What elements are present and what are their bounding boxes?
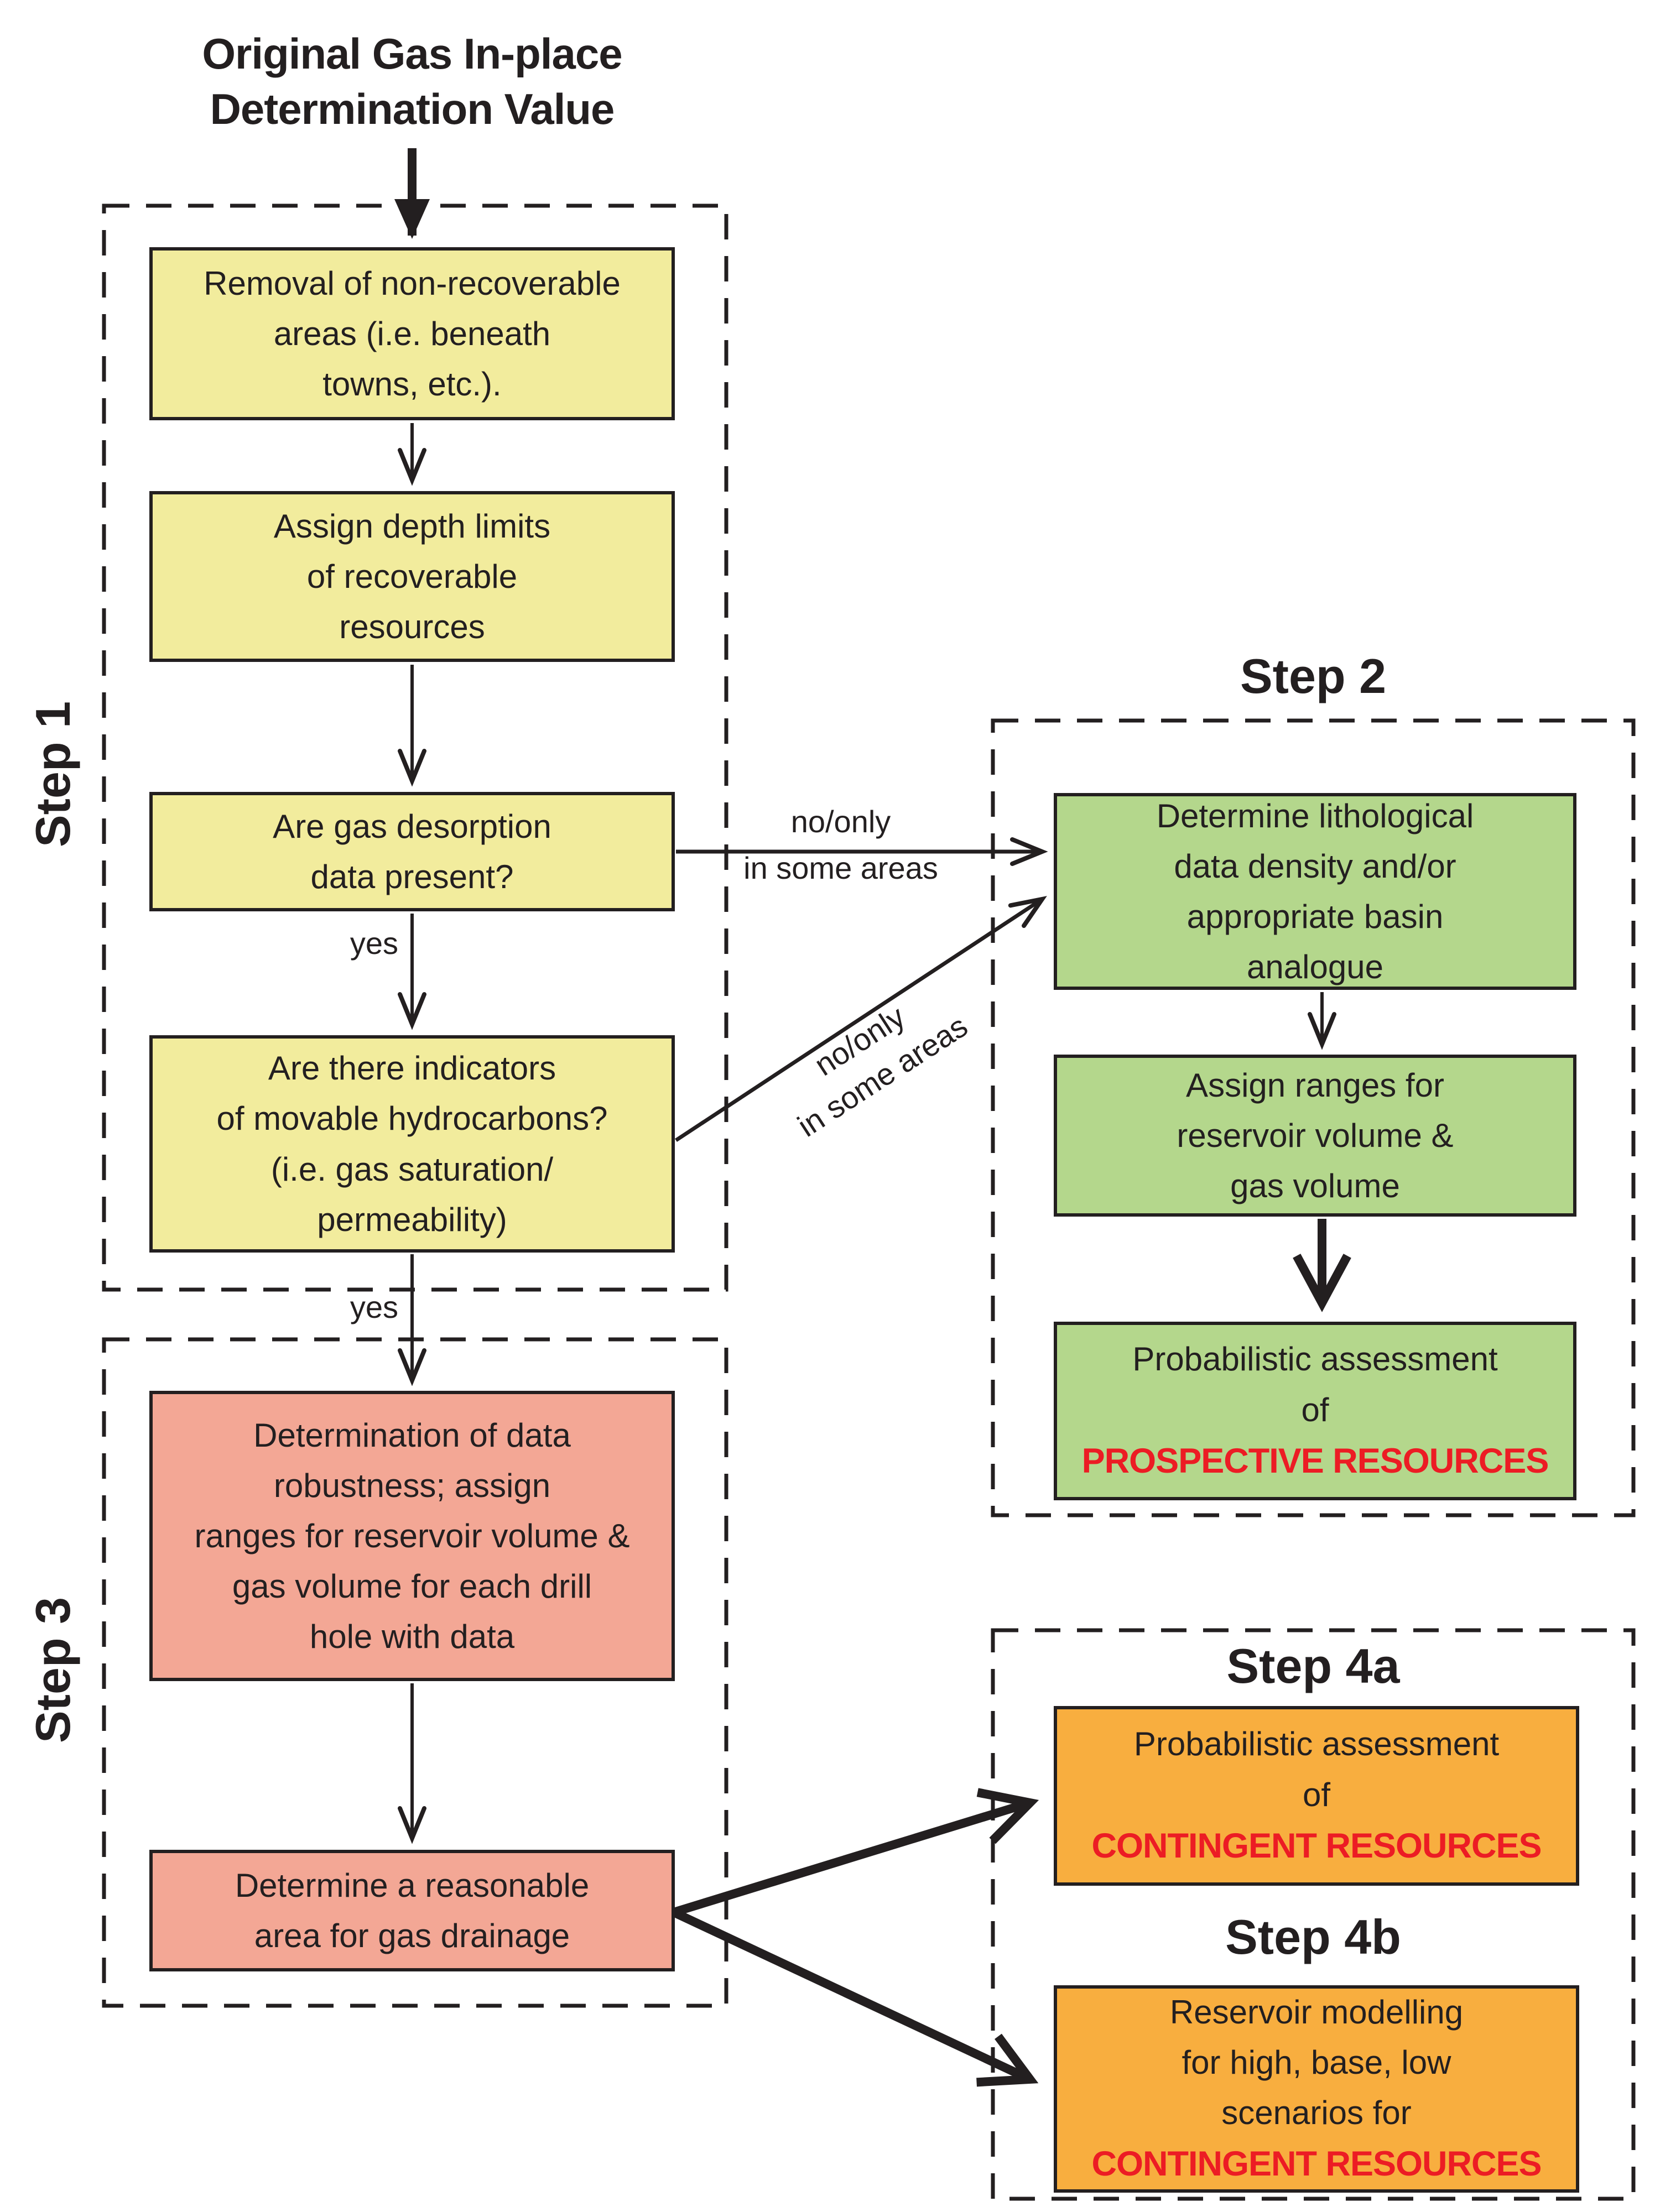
- contingent-resources-highlight: CONTINGENT RESOURCES: [1091, 1826, 1542, 1865]
- node-text: Determination of data robustness; assign…: [194, 1416, 630, 1656]
- node-reservoir-modelling: Reservoir modelling for high, base, low …: [1054, 1985, 1579, 2193]
- node-prospective-resources: Probabilistic assessment of PROSPECTIVE …: [1054, 1322, 1576, 1500]
- edge-label-yes-indicators: yes: [350, 1290, 398, 1324]
- contingent-resources-highlight: CONTINGENT RESOURCES: [1091, 2145, 1542, 2184]
- prospective-resources-highlight: PROSPECTIVE RESOURCES: [1081, 1441, 1549, 1480]
- edge-label-yes-desorption: yes: [350, 926, 398, 961]
- step4b-heading: Step 4b: [1225, 1910, 1401, 1964]
- node-text: Reservoir modelling for high, base, low …: [1169, 1993, 1464, 2132]
- diagram-title: Original Gas In-place Determination Valu…: [202, 29, 622, 133]
- node-lithological-density: Determine lithological data density and/…: [1054, 793, 1576, 990]
- node-contingent-probabilistic: Probabilistic assessment of CONTINGENT R…: [1054, 1706, 1579, 1886]
- node-text: Determine a reasonable area for gas drai…: [235, 1866, 590, 1954]
- node-gas-drainage-area: Determine a reasonable area for gas drai…: [149, 1850, 675, 1971]
- step2-heading: Step 2: [1240, 649, 1387, 703]
- node-text: Assign depth limits of recoverable resou…: [273, 507, 551, 646]
- step4a-heading: Step 4a: [1226, 1639, 1400, 1693]
- edge-label-no-only-horizontal: no/only in some areas: [743, 804, 938, 885]
- node-text: Are there indicators of movable hydrocar…: [216, 1050, 608, 1238]
- node-text: Assign ranges for reservoir volume & gas…: [1177, 1066, 1454, 1205]
- step3-side-label: Step 3: [25, 1597, 80, 1744]
- node-text: Probabilistic assessment of: [1132, 1340, 1498, 1428]
- node-text: Determine lithological data density and/…: [1156, 797, 1474, 986]
- step1-side-label: Step 1: [25, 701, 80, 848]
- node-movable-hydrocarbons-question: Are there indicators of movable hydrocar…: [149, 1035, 675, 1253]
- arrow-drainage-to-step4a: [672, 1788, 1039, 1917]
- node-data-robustness: Determination of data robustness; assign…: [149, 1391, 675, 1681]
- node-removal-nonrecoverable: Removal of non-recoverable areas (i.e. b…: [149, 247, 675, 420]
- node-text: Removal of non-recoverable areas (i.e. b…: [204, 264, 621, 403]
- node-text: Probabilistic assessment of: [1133, 1725, 1500, 1813]
- node-assign-ranges: Assign ranges for reservoir volume & gas…: [1054, 1055, 1576, 1217]
- arrow-drainage-to-step4b: [672, 1908, 1039, 2087]
- node-text: Are gas desorption data present?: [273, 807, 551, 895]
- edge-label-no-only-diagonal: no/only in some areas: [791, 999, 974, 1144]
- node-gas-desorption-question: Are gas desorption data present?: [149, 792, 675, 911]
- node-depth-limits: Assign depth limits of recoverable resou…: [149, 491, 675, 662]
